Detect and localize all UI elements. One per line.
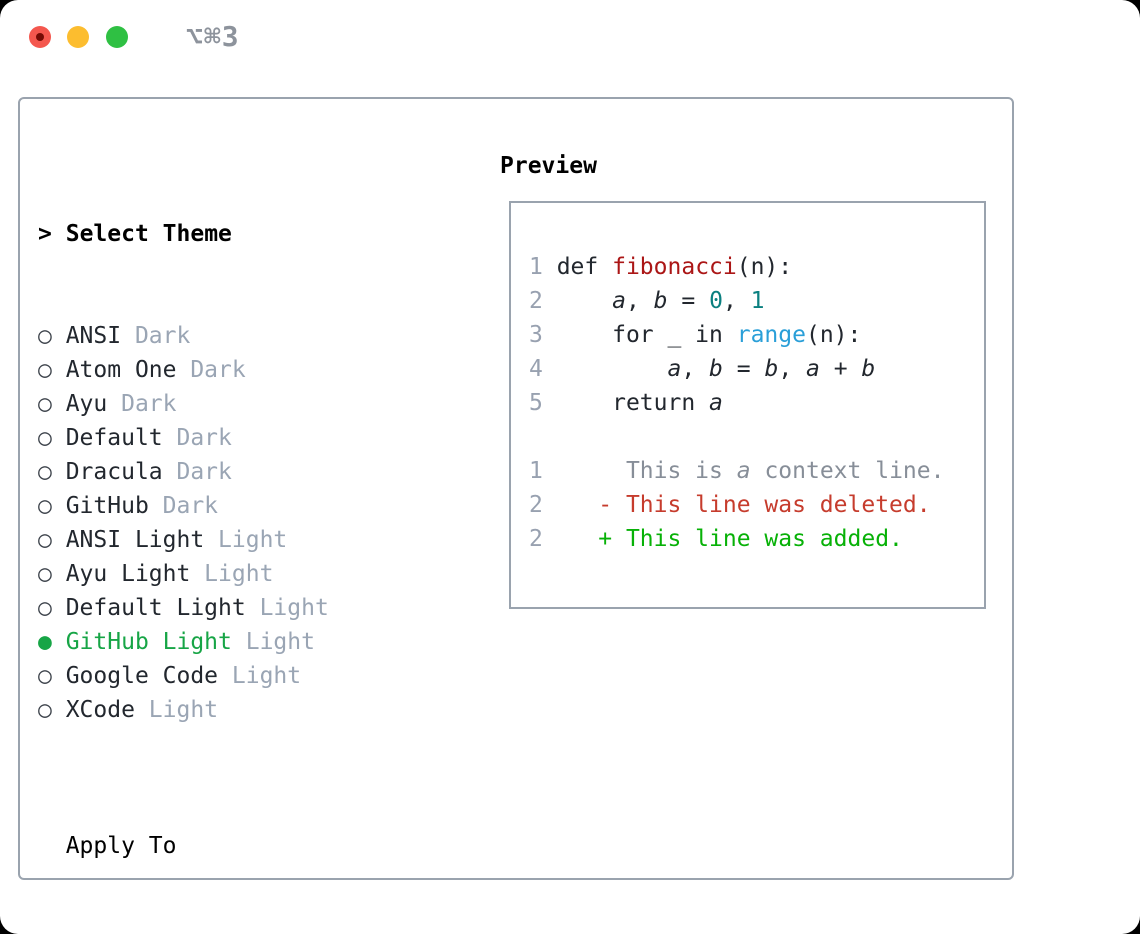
theme-option[interactable]: ○ XCode Light	[38, 693, 426, 727]
radio-unselected-icon: ○	[38, 697, 66, 723]
theme-option[interactable]: ○ ANSI Light Light	[38, 523, 426, 557]
theme-variant-tag: Light	[245, 595, 329, 621]
radio-unselected-icon: ○	[38, 527, 66, 553]
theme-variant-tag: Dark	[121, 323, 191, 349]
radio-unselected-icon: ○	[38, 323, 66, 349]
code-line: 2 a, b = 0, 1	[529, 288, 765, 314]
option-label: Dracula	[65, 459, 163, 485]
theme-variant-tag: Dark	[107, 391, 177, 417]
window-shortcut-label: ⌥⌘3	[186, 20, 240, 53]
code-preview: 1 def fibonacci(n): 2 a, b = 0, 1 3 for _ …	[529, 250, 944, 556]
option-label: Google Code	[65, 663, 219, 689]
theme-variant-tag: Light	[218, 663, 302, 689]
theme-variant-tag: Light	[134, 697, 219, 723]
close-button-icon[interactable]	[29, 26, 51, 48]
code-line: 2 - This line was deleted.	[529, 492, 931, 518]
theme-variant-tag: Dark	[176, 357, 246, 383]
option-label: GitHub Light	[65, 629, 232, 655]
code-line: 3 for _ in range(n):	[529, 322, 862, 348]
code-line: 4 a, b = b, a + b	[529, 356, 876, 382]
radio-unselected-icon: ○	[38, 595, 66, 621]
theme-option[interactable]: ○ Ayu Light Light	[38, 557, 426, 591]
theme-option[interactable]: ○ Default Dark	[38, 421, 426, 455]
theme-option[interactable]: ○ Default Light Light	[38, 591, 426, 625]
option-label: Default Light	[65, 595, 246, 621]
radio-unselected-icon: ○	[38, 357, 66, 383]
option-label: Ayu Light	[65, 561, 191, 587]
select-theme-title: > Select Theme	[38, 221, 232, 247]
theme-variant-tag: Light	[190, 561, 274, 587]
minimize-button-icon[interactable]	[67, 26, 89, 48]
theme-variant-tag: Dark	[162, 425, 232, 451]
radio-unselected-icon: ○	[38, 425, 66, 451]
code-line: 2 + This line was added.	[529, 526, 903, 552]
option-label: ANSI Light	[65, 527, 205, 553]
theme-option[interactable]: ○ GitHub Dark	[38, 489, 426, 523]
main-panel	[18, 97, 1014, 880]
theme-variant-tag: Light	[231, 629, 315, 655]
selection-caret-icon: >	[38, 221, 52, 247]
option-label: GitHub	[65, 493, 149, 519]
radio-selected-icon: ●	[38, 629, 66, 655]
code-line	[529, 420, 944, 454]
theme-option[interactable]: ○ Google Code Light	[38, 659, 426, 693]
option-label: XCode	[65, 697, 135, 723]
theme-list: ○ ANSI Dark○ Atom One Dark○ Ayu Dark○ De…	[38, 319, 426, 727]
option-label: Default	[65, 425, 163, 451]
theme-variant-tag: Dark	[148, 493, 219, 519]
radio-unselected-icon: ○	[38, 391, 66, 417]
option-label: ANSI	[65, 323, 122, 349]
apply-to-title: Apply To	[65, 833, 177, 859]
option-label: Ayu	[65, 391, 108, 417]
theme-option[interactable]: ○ ANSI Dark	[38, 319, 426, 353]
theme-variant-tag: Dark	[162, 459, 232, 485]
theme-option[interactable]: ● GitHub Light Light	[38, 625, 426, 659]
radio-unselected-icon: ○	[38, 459, 66, 485]
theme-selector: > Select Theme ○ ANSI Dark○ Atom One Dar…	[38, 149, 426, 934]
titlebar: ⌥⌘3	[0, 0, 1140, 75]
code-line: 1 This is a context line.	[529, 458, 945, 484]
radio-unselected-icon: ○	[38, 493, 66, 519]
theme-option[interactable]: ○ Ayu Dark	[38, 387, 426, 421]
theme-option[interactable]: ○ Dracula Dark	[38, 455, 426, 489]
zoom-button-icon[interactable]	[106, 26, 128, 48]
option-label: Atom One	[65, 357, 177, 383]
code-line: 1 def fibonacci(n):	[529, 254, 793, 280]
theme-option[interactable]: ○ Atom One Dark	[38, 353, 426, 387]
preview-pane: 1 def fibonacci(n): 2 a, b = 0, 1 3 for _ …	[509, 201, 986, 609]
theme-variant-tag: Light	[204, 527, 288, 553]
preview-title: Preview	[500, 153, 597, 179]
code-line: 5 return a	[529, 390, 723, 416]
radio-unselected-icon: ○	[38, 561, 66, 587]
radio-unselected-icon: ○	[38, 663, 66, 689]
